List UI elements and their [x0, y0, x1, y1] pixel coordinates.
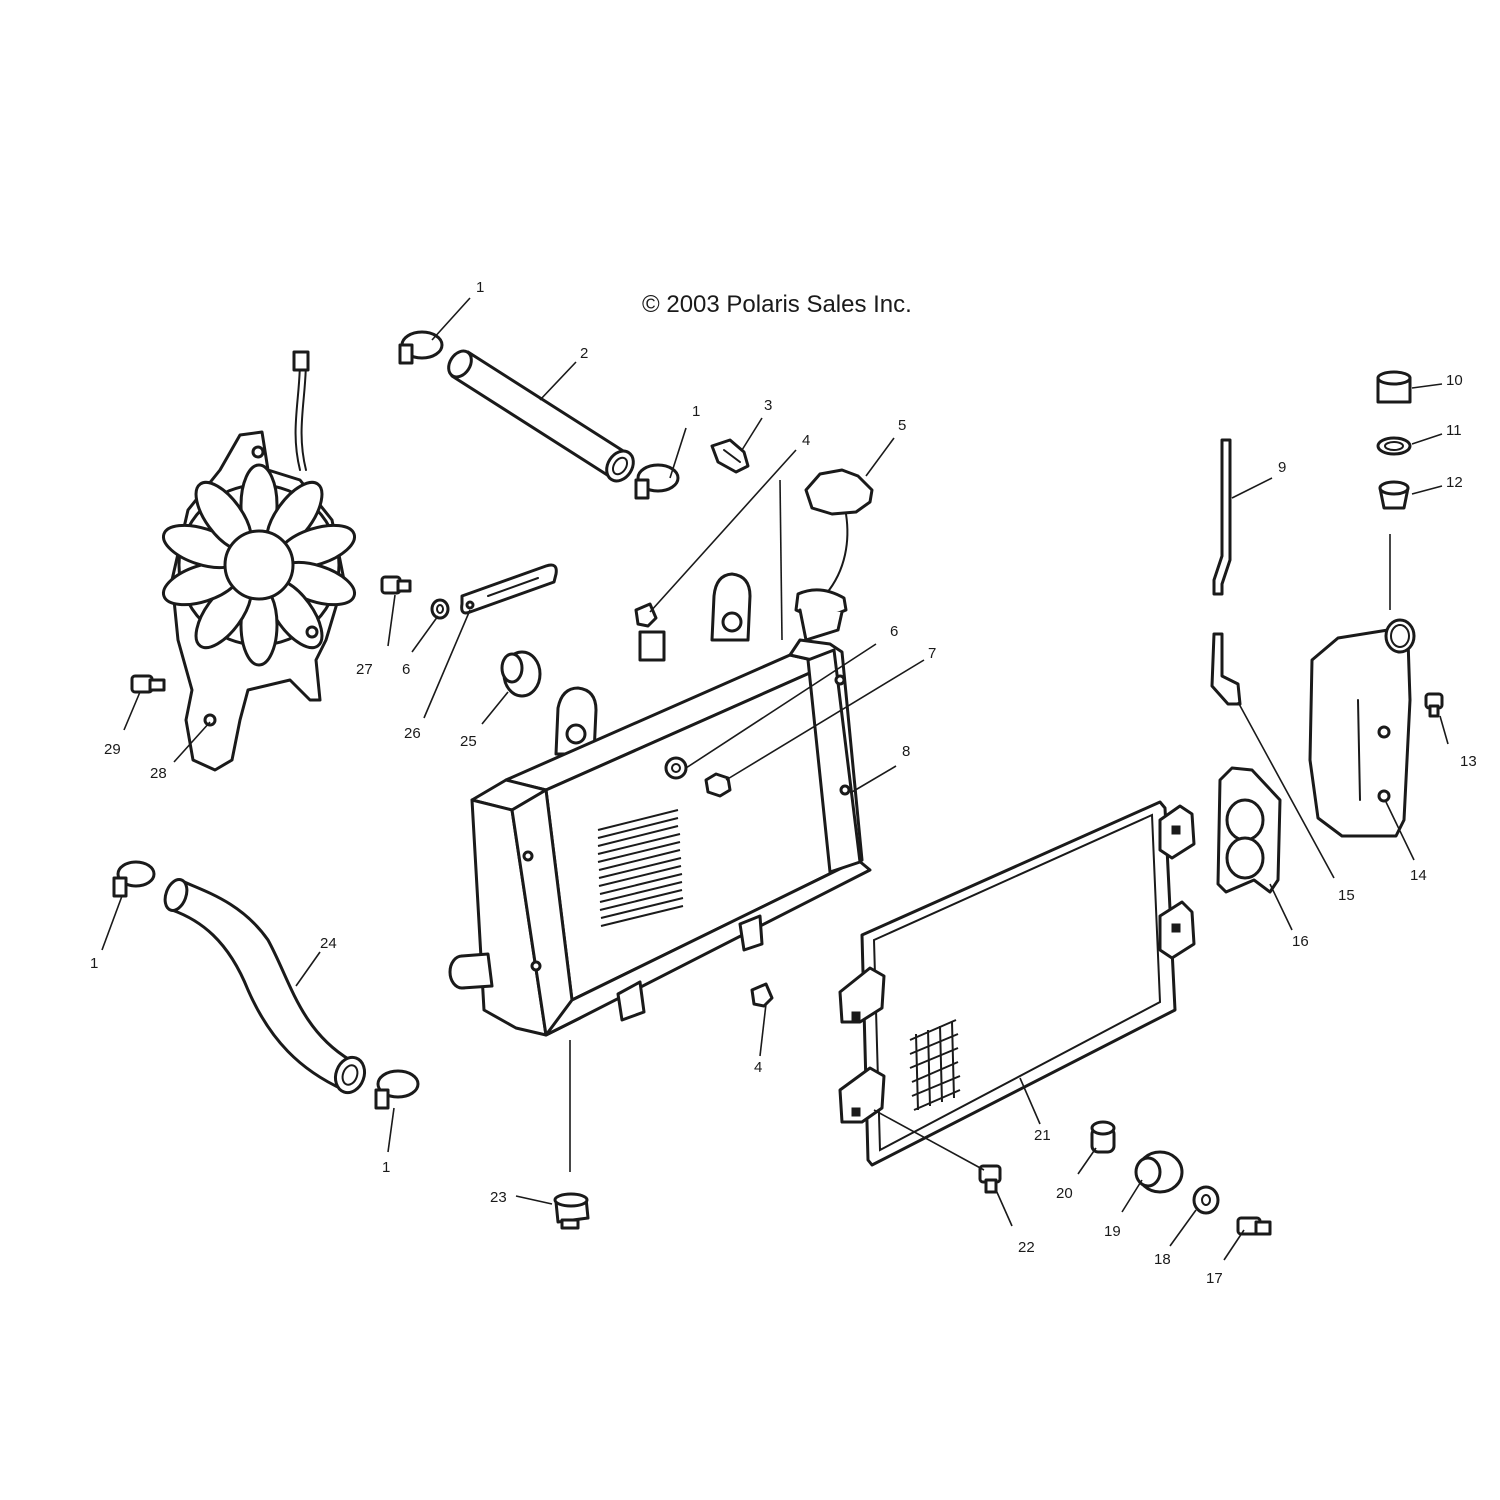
callout-7: 7 [928, 645, 936, 662]
fan-blades [161, 463, 357, 667]
radiator-core-fins [597, 809, 684, 927]
lower-hose [163, 878, 367, 1095]
bracket-26 [460, 563, 558, 615]
clip-lower [750, 982, 774, 1008]
hose-fitting [1210, 632, 1242, 706]
radiator-cap [804, 468, 874, 516]
callout-20: 20 [1056, 1185, 1073, 1202]
grommet-25 [500, 650, 542, 698]
callout-14: 14 [1410, 867, 1427, 884]
callout-26: 26 [404, 725, 421, 742]
bottle-neck [1378, 480, 1410, 510]
bolt-27 [380, 575, 412, 595]
callout-5: 5 [898, 417, 906, 434]
fan-assembly [161, 350, 357, 772]
clip-upper [634, 602, 658, 628]
grommet-19 [1134, 1150, 1184, 1194]
callout-22: 22 [1018, 1239, 1035, 1256]
callout-8: 8 [902, 743, 910, 760]
callout-21: 21 [1034, 1127, 1051, 1144]
hose-clamp-top-left [398, 330, 444, 365]
callout-25: 25 [460, 733, 477, 750]
bolt-22 [978, 1164, 1002, 1194]
callout-24: 24 [320, 935, 337, 952]
overflow-tube [1212, 438, 1232, 596]
callout-11: 11 [1446, 422, 1462, 439]
callout-27: 27 [356, 661, 373, 678]
bottle-o-ring [1376, 436, 1412, 456]
callout-10: 10 [1446, 372, 1463, 389]
callout-29: 29 [104, 741, 121, 758]
callout-numbers: 1 2 1 3 4 5 6 7 8 9 10 11 12 13 14 15 16… [90, 279, 1477, 1287]
drain-plug [553, 1192, 590, 1230]
bolt-13 [1424, 692, 1444, 718]
bottle-bracket [1216, 766, 1282, 894]
washer-18 [1192, 1185, 1220, 1215]
callout-18: 18 [1154, 1251, 1171, 1268]
callout-1: 1 [476, 279, 484, 296]
hose-clamp-upper-right [634, 463, 680, 500]
overflow-bottle [1308, 618, 1416, 838]
callout-4: 4 [754, 1059, 762, 1076]
callout-1: 1 [90, 955, 98, 972]
callout-4: 4 [802, 432, 810, 449]
callout-23: 23 [490, 1189, 507, 1206]
hose-clamp-lower-left [112, 860, 156, 898]
bottle-cap [1376, 370, 1412, 404]
hose-clamp-lower-right [374, 1069, 420, 1110]
callout-19: 19 [1104, 1223, 1121, 1240]
callout-9: 9 [1278, 459, 1286, 476]
bolt-29 [130, 674, 166, 694]
callout-2: 2 [580, 345, 588, 362]
leader-lines [101, 297, 1449, 1261]
callout-17: 17 [1206, 1270, 1223, 1287]
callout-13: 13 [1460, 753, 1477, 770]
radiator-screen [838, 800, 1196, 1167]
callout-6: 6 [402, 661, 410, 678]
copyright-text: © 2003 Polaris Sales Inc. [642, 291, 912, 318]
screen-mesh [909, 1019, 961, 1111]
temperature-sensor [710, 438, 750, 474]
callout-16: 16 [1292, 933, 1309, 950]
callout-1: 1 [382, 1159, 390, 1176]
callout-3: 3 [764, 397, 772, 414]
callout-15: 15 [1338, 887, 1355, 904]
callout-1: 1 [692, 403, 700, 420]
callout-12: 12 [1446, 474, 1463, 491]
washer-6 [430, 598, 450, 620]
callout-6: 6 [890, 623, 898, 640]
spacer-20 [1090, 1120, 1116, 1154]
upper-hose [447, 349, 635, 483]
callout-28: 28 [150, 765, 167, 782]
